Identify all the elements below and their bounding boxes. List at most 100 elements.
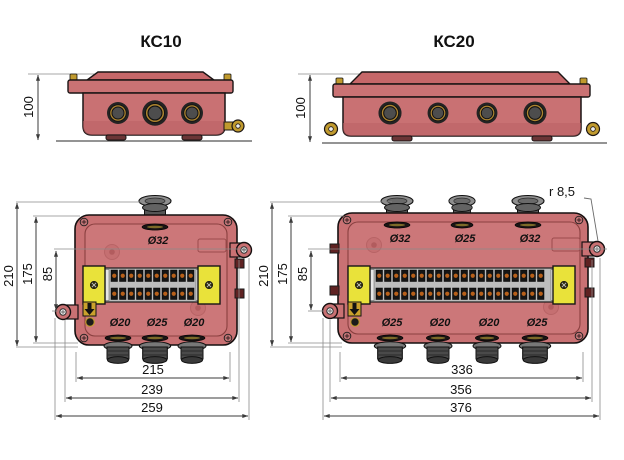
cover-screw <box>342 331 352 341</box>
kc10-bottom-gland-label: Ø20 <box>110 317 132 329</box>
kc10-side-height-label: 100 <box>21 96 36 118</box>
terminal-row <box>375 269 545 300</box>
kc10-ear-right <box>229 241 253 259</box>
bottom-cable-gland <box>423 341 453 364</box>
kc20-top-gland-label: Ø32 <box>520 233 541 245</box>
kc20-bottom-gland-label: Ø20 <box>479 317 501 329</box>
kc10-body-height: 175 <box>20 263 35 285</box>
kc10-width-2: 239 <box>141 382 163 397</box>
recess-mark <box>551 237 581 252</box>
bottom-cable-gland <box>518 341 552 364</box>
kc10-earth-lug <box>223 119 245 133</box>
cable-gland <box>180 101 204 125</box>
cable-gland <box>106 101 130 125</box>
kc20-side-view: 100 <box>293 71 607 144</box>
cover-screw <box>79 333 89 343</box>
bottom-cable-gland <box>103 341 133 364</box>
kc20-top-gland-label: Ø25 <box>455 233 477 245</box>
cable-gland <box>522 100 548 126</box>
kc20-width-2: 356 <box>450 382 472 397</box>
vent <box>383 221 411 229</box>
kc10-top-gland-label: Ø32 <box>148 235 169 247</box>
kc20-earth-terminal <box>347 301 362 327</box>
kc20-ear-radius-label: r 8,5 <box>549 184 575 199</box>
cable-gland <box>427 102 449 124</box>
kc10-bottom-gland-label: Ø20 <box>184 317 206 329</box>
lid-bolt <box>69 73 78 81</box>
kc10-width-3: 259 <box>141 400 163 415</box>
kc20-side-ears <box>323 121 601 137</box>
kc10-width-dimensions: 215 239 259 <box>55 362 249 419</box>
kc10-width-1: 215 <box>142 362 164 377</box>
vent <box>521 334 549 342</box>
top-cable-gland <box>138 194 172 218</box>
kc20-lid-top <box>348 71 572 85</box>
kc10-plan-view: Ø32 Ø20 Ø25 Ø20 210 175 85 215 23 <box>1 194 253 420</box>
foot <box>531 135 553 142</box>
cable-gland <box>476 102 498 124</box>
side-bolt <box>329 285 340 296</box>
kc20-width-1: 336 <box>451 362 473 377</box>
foot <box>391 135 413 142</box>
vent <box>450 221 474 229</box>
lid-bolt <box>335 77 344 85</box>
kc10-earth-terminal <box>82 301 97 327</box>
vent <box>178 334 206 342</box>
side-bolt <box>234 288 245 299</box>
kc20-bottom-gland-label: Ø25 <box>527 317 549 329</box>
lid-bolt <box>579 77 588 85</box>
side-bolt <box>234 258 245 269</box>
kc10-side-view: 100 <box>21 71 252 142</box>
kc20-lid-flange <box>332 83 591 98</box>
kc20-side-height-dimension: 100 <box>293 74 313 143</box>
title-kc10: КС10 <box>140 32 181 51</box>
side-bolt <box>584 257 595 268</box>
cover-screw <box>79 217 89 227</box>
kc20-bottom-gland-label: Ø25 <box>382 317 404 329</box>
kc20-plan-view: Ø32 Ø25 Ø32 Ø25 Ø20 Ø20 Ø25 r 8,5 210 17… <box>256 184 607 420</box>
kc20-side-height-label: 100 <box>293 97 308 119</box>
kc20-vertical-dimensions: 210 175 85 <box>256 202 314 347</box>
vent <box>474 334 500 342</box>
cable-gland <box>141 99 169 127</box>
kc20-body-height: 175 <box>275 263 290 285</box>
kc20-top-gland-label: Ø32 <box>390 233 411 245</box>
recess-mark <box>197 238 227 253</box>
terminal-row <box>110 269 195 300</box>
kc20-ear-radius-callout: r 8,5 <box>549 184 599 242</box>
bottom-cable-gland <box>138 341 172 364</box>
kc10-bottom-gland-label: Ø25 <box>147 317 169 329</box>
cover-screw <box>574 331 584 341</box>
kc20-ear-left <box>321 302 345 320</box>
kc10-lid-top <box>84 71 217 81</box>
cover-screw <box>223 217 233 227</box>
vent <box>425 334 451 342</box>
kc10-vertical-dimensions: 210 175 85 <box>1 202 59 347</box>
kc10-side-height-dimension: 100 <box>21 74 41 141</box>
kc20-mount-span: 85 <box>295 267 310 281</box>
kc20-bottom-gland-label: Ø20 <box>430 317 452 329</box>
cover-screw <box>342 215 352 225</box>
vent <box>141 334 169 342</box>
kc10-mount-span: 85 <box>40 267 55 281</box>
lid-bolt <box>223 73 232 81</box>
cover-screw <box>223 333 233 343</box>
vent <box>141 223 169 231</box>
side-bolt <box>584 287 595 298</box>
dimple <box>104 244 120 260</box>
kc10-overall-height: 210 <box>1 265 16 287</box>
cover-screw <box>574 215 584 225</box>
kc20-width-3: 376 <box>450 400 472 415</box>
bottom-cable-gland <box>472 341 502 364</box>
vent <box>376 334 404 342</box>
kc20-terminal-strip <box>347 265 576 305</box>
dimple <box>366 237 382 253</box>
kc10-ear-left <box>54 303 79 321</box>
cable-gland <box>377 100 403 126</box>
vent <box>514 221 542 229</box>
kc10-body-shading <box>83 121 225 135</box>
bottom-cable-gland <box>177 341 207 364</box>
kc20-overall-height: 210 <box>256 265 271 287</box>
